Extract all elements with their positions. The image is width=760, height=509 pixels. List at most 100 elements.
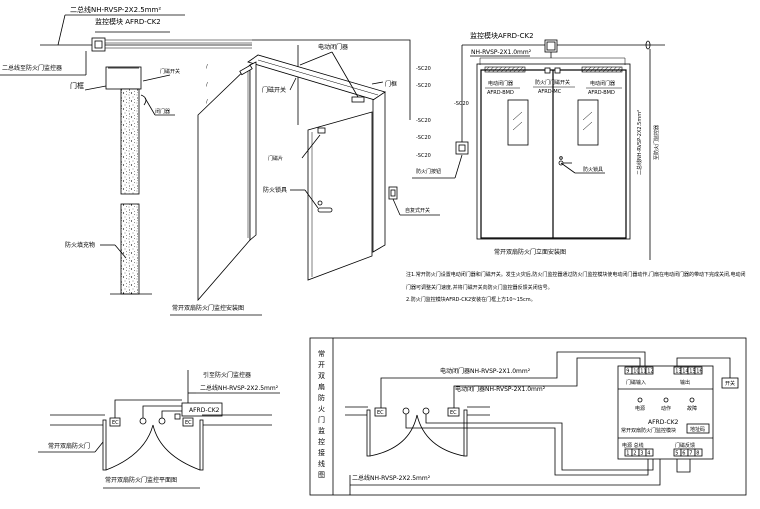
elevation-conduit-label: -SC20 — [454, 101, 469, 107]
terminal — [645, 366, 654, 375]
wall-lower — [120, 203, 140, 295]
vertical-title-char: 扇 — [318, 382, 325, 391]
monitor-module-inner — [94, 40, 103, 49]
fill-leader-2 — [114, 244, 127, 259]
terminal — [694, 448, 703, 457]
door-magnet-strip — [317, 127, 326, 134]
indicator-label: 电源 — [635, 405, 645, 412]
terminal-number: 8 — [696, 451, 699, 457]
closer-leader-b — [299, 51, 333, 66]
door-label-leader — [94, 441, 104, 453]
manual-release-inner — [390, 189, 396, 197]
terminal-number: 2 — [633, 451, 636, 457]
hinge-mark: / — [206, 99, 208, 105]
glass-mark — [582, 121, 593, 131]
vertical-title-char: 门 — [318, 415, 325, 424]
closer-arm-right — [351, 96, 365, 103]
elevation-cable-label: NH-RVSP-2X1.0mm² — [471, 49, 532, 56]
elevation-module-label: 监控模块AFRD-CK2 — [470, 31, 534, 40]
left-door-leaf-plan — [102, 419, 107, 471]
door-frame-label: 门框 — [70, 81, 84, 90]
door-button-inner — [458, 144, 466, 152]
terminal-number: 4 — [647, 451, 650, 457]
frame-label: 门框 — [385, 80, 397, 88]
right-closer-bar — [581, 66, 623, 73]
terminal-number: 15 — [689, 369, 695, 375]
wire-ec-right — [453, 357, 641, 408]
closer-arc — [140, 94, 147, 106]
note-line-1: 注1.常开防火门设置电动闭门器和门磁开关。发生火灾后,防火门监控器通过防火门监控… — [406, 271, 746, 278]
wire-output — [676, 357, 731, 378]
ec-label: EC — [112, 420, 119, 426]
wd-magnet-right — [422, 407, 430, 415]
conduit-label: -SC20 — [416, 118, 431, 124]
magnet-right — [554, 67, 561, 74]
closer-label: 电动闭门器 — [318, 43, 348, 51]
terminal-number: 3 — [640, 451, 643, 457]
wd-right-leaf — [463, 409, 468, 457]
manual-release-label: 自复式开关 — [405, 207, 430, 214]
door-outer-frame — [476, 63, 631, 240]
magnet-leader — [142, 74, 171, 82]
section-module-label: 监控模块 AFRD-CK2 — [95, 17, 161, 26]
wire-ec-left — [114, 399, 182, 418]
wall-upper — [120, 88, 140, 195]
wire-bus — [560, 456, 661, 486]
magnet-left — [544, 67, 551, 74]
left-closer-bar — [484, 66, 526, 73]
closer-arm-left — [239, 64, 253, 76]
module-subtitle: 常开双扇防火门监控模块 — [621, 427, 676, 434]
magnet-label: 防火门门磁开关 — [535, 79, 570, 86]
bus-cable: 二总线NH-RVSP-2X2.5mm² — [352, 474, 431, 482]
closer-leader-a — [331, 51, 359, 98]
plan-to-controller-label: 引至防火门监控器 — [203, 371, 251, 379]
vertical-title-char: 线 — [318, 459, 325, 468]
terminal — [645, 448, 654, 457]
wd-left-leaf — [366, 409, 371, 457]
plan-module-box — [181, 402, 223, 417]
axonometric-view: / / / 电动闭门器 门磁开关 门框 门磁片 防火锁具 自复式开关 -SC20… — [170, 39, 463, 316]
vertical-title-char: 接 — [318, 448, 325, 457]
plan-module-label: AFRD-CK2 — [189, 407, 220, 414]
right-frame-post — [372, 91, 386, 253]
wd-left-swing — [369, 414, 418, 457]
magnet-model: AFRD-MC — [538, 89, 562, 95]
door-magnet-input-label: 门磁输入 — [626, 379, 646, 386]
left-leaf-edge — [249, 61, 257, 241]
elevation-module-inner — [546, 41, 556, 51]
output-label: 输出 — [680, 379, 690, 386]
door-handle — [317, 207, 333, 213]
wire-magnet-right — [161, 410, 182, 418]
terminal-number: 1 — [626, 451, 629, 457]
note-line-2: 门器可调整关门速度,并将门磁开关向防火门监控器反馈关闭信号。 — [406, 284, 553, 291]
right-swing-arc — [152, 424, 201, 471]
lock-leader-2 — [304, 189, 319, 209]
wd-ec-right — [447, 407, 460, 417]
terminal-number: 11 — [640, 369, 646, 375]
terminal-number: 16 — [696, 369, 702, 375]
cable-leader-diagonal — [57, 14, 66, 46]
module-indicators: 电源动作故障 — [635, 397, 697, 412]
left-closer-model: AFRD-BMD — [487, 90, 514, 96]
vertical-title-char: 常 — [318, 349, 325, 358]
hinge-mark: / — [206, 82, 208, 88]
terminal-number: 7 — [689, 451, 692, 457]
vertical-title-char: 图 — [318, 471, 325, 479]
power-bus-label: 电源 总线 — [622, 442, 644, 449]
indicator-led-icon — [637, 397, 643, 403]
cable-break-mark — [645, 40, 651, 50]
closer-small-label: 闭门器 — [155, 108, 170, 115]
conduit-label: -SC20 — [416, 66, 431, 72]
elevation-view: 监控模块AFRD-CK2 NH-RVSP-2X1.0mm² -SC20 电动闭门… — [454, 31, 665, 260]
axonometric-caption: 常开双扇防火门监控安装图 — [172, 304, 244, 312]
plan-view: 引至防火门监控器 二总线NH-RVSP-2X2.5mm² AFRD-CK2 EC… — [38, 370, 280, 489]
left-vision-window — [507, 99, 529, 146]
conduit-label: -SC20 — [416, 135, 431, 141]
wire-feedback — [676, 456, 691, 473]
ec-label: EC — [185, 420, 192, 426]
right-door-leaf — [307, 111, 373, 281]
notes: 注1.常开防火门设置电动闭门器和门磁开关。发生火灾后,防火门监控器通过防火门监控… — [406, 271, 746, 303]
